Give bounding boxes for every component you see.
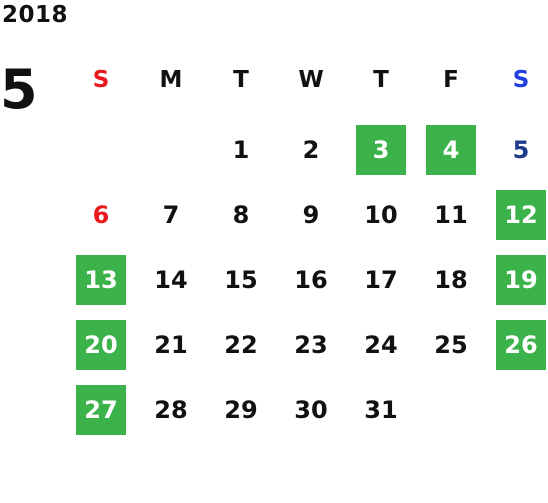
calendar-day[interactable]: 22 [224,331,258,359]
calendar-day[interactable]: 18 [434,266,468,294]
calendar-day[interactable]: 29 [224,396,258,424]
calendar-day[interactable]: 21 [154,331,188,359]
calendar-day-highlighted[interactable]: 20 [76,320,126,370]
calendar-day[interactable]: 8 [232,201,250,229]
calendar-day[interactable]: 11 [434,201,468,229]
calendar-day[interactable]: 30 [294,396,328,424]
calendar-day[interactable]: 1 [232,136,250,164]
weekday-header: W [298,67,324,93]
year-label: 2018 [2,2,69,28]
weekday-header: T [233,67,249,93]
calendar-day[interactable]: 31 [364,396,398,424]
calendar-day[interactable]: 2 [302,136,320,164]
calendar-day[interactable]: 5 [512,136,530,164]
calendar-day[interactable]: 9 [302,201,320,229]
calendar-day[interactable]: 16 [294,266,328,294]
calendar-day[interactable]: 23 [294,331,328,359]
weekday-header: T [373,67,389,93]
calendar-day-highlighted[interactable]: 27 [76,385,126,435]
calendar-day-highlighted[interactable]: 3 [356,125,406,175]
calendar-day[interactable]: 25 [434,331,468,359]
calendar-day[interactable]: 10 [364,201,398,229]
calendar-day[interactable]: 14 [154,266,188,294]
weekday-header: F [443,67,459,93]
calendar-day[interactable]: 7 [162,201,180,229]
weekday-header: S [512,67,530,93]
calendar-day[interactable]: 24 [364,331,398,359]
calendar-day[interactable]: 28 [154,396,188,424]
weekday-header: M [159,67,183,93]
weekday-header: S [92,67,110,93]
calendar-day-highlighted[interactable]: 26 [496,320,546,370]
calendar-day-highlighted[interactable]: 12 [496,190,546,240]
calendar-day[interactable]: 15 [224,266,258,294]
calendar-day-highlighted[interactable]: 19 [496,255,546,305]
calendar-day-highlighted[interactable]: 13 [76,255,126,305]
calendar-day[interactable]: 17 [364,266,398,294]
calendar-day[interactable]: 6 [92,201,110,229]
month-label: 5 [0,58,38,121]
calendar-day-highlighted[interactable]: 4 [426,125,476,175]
